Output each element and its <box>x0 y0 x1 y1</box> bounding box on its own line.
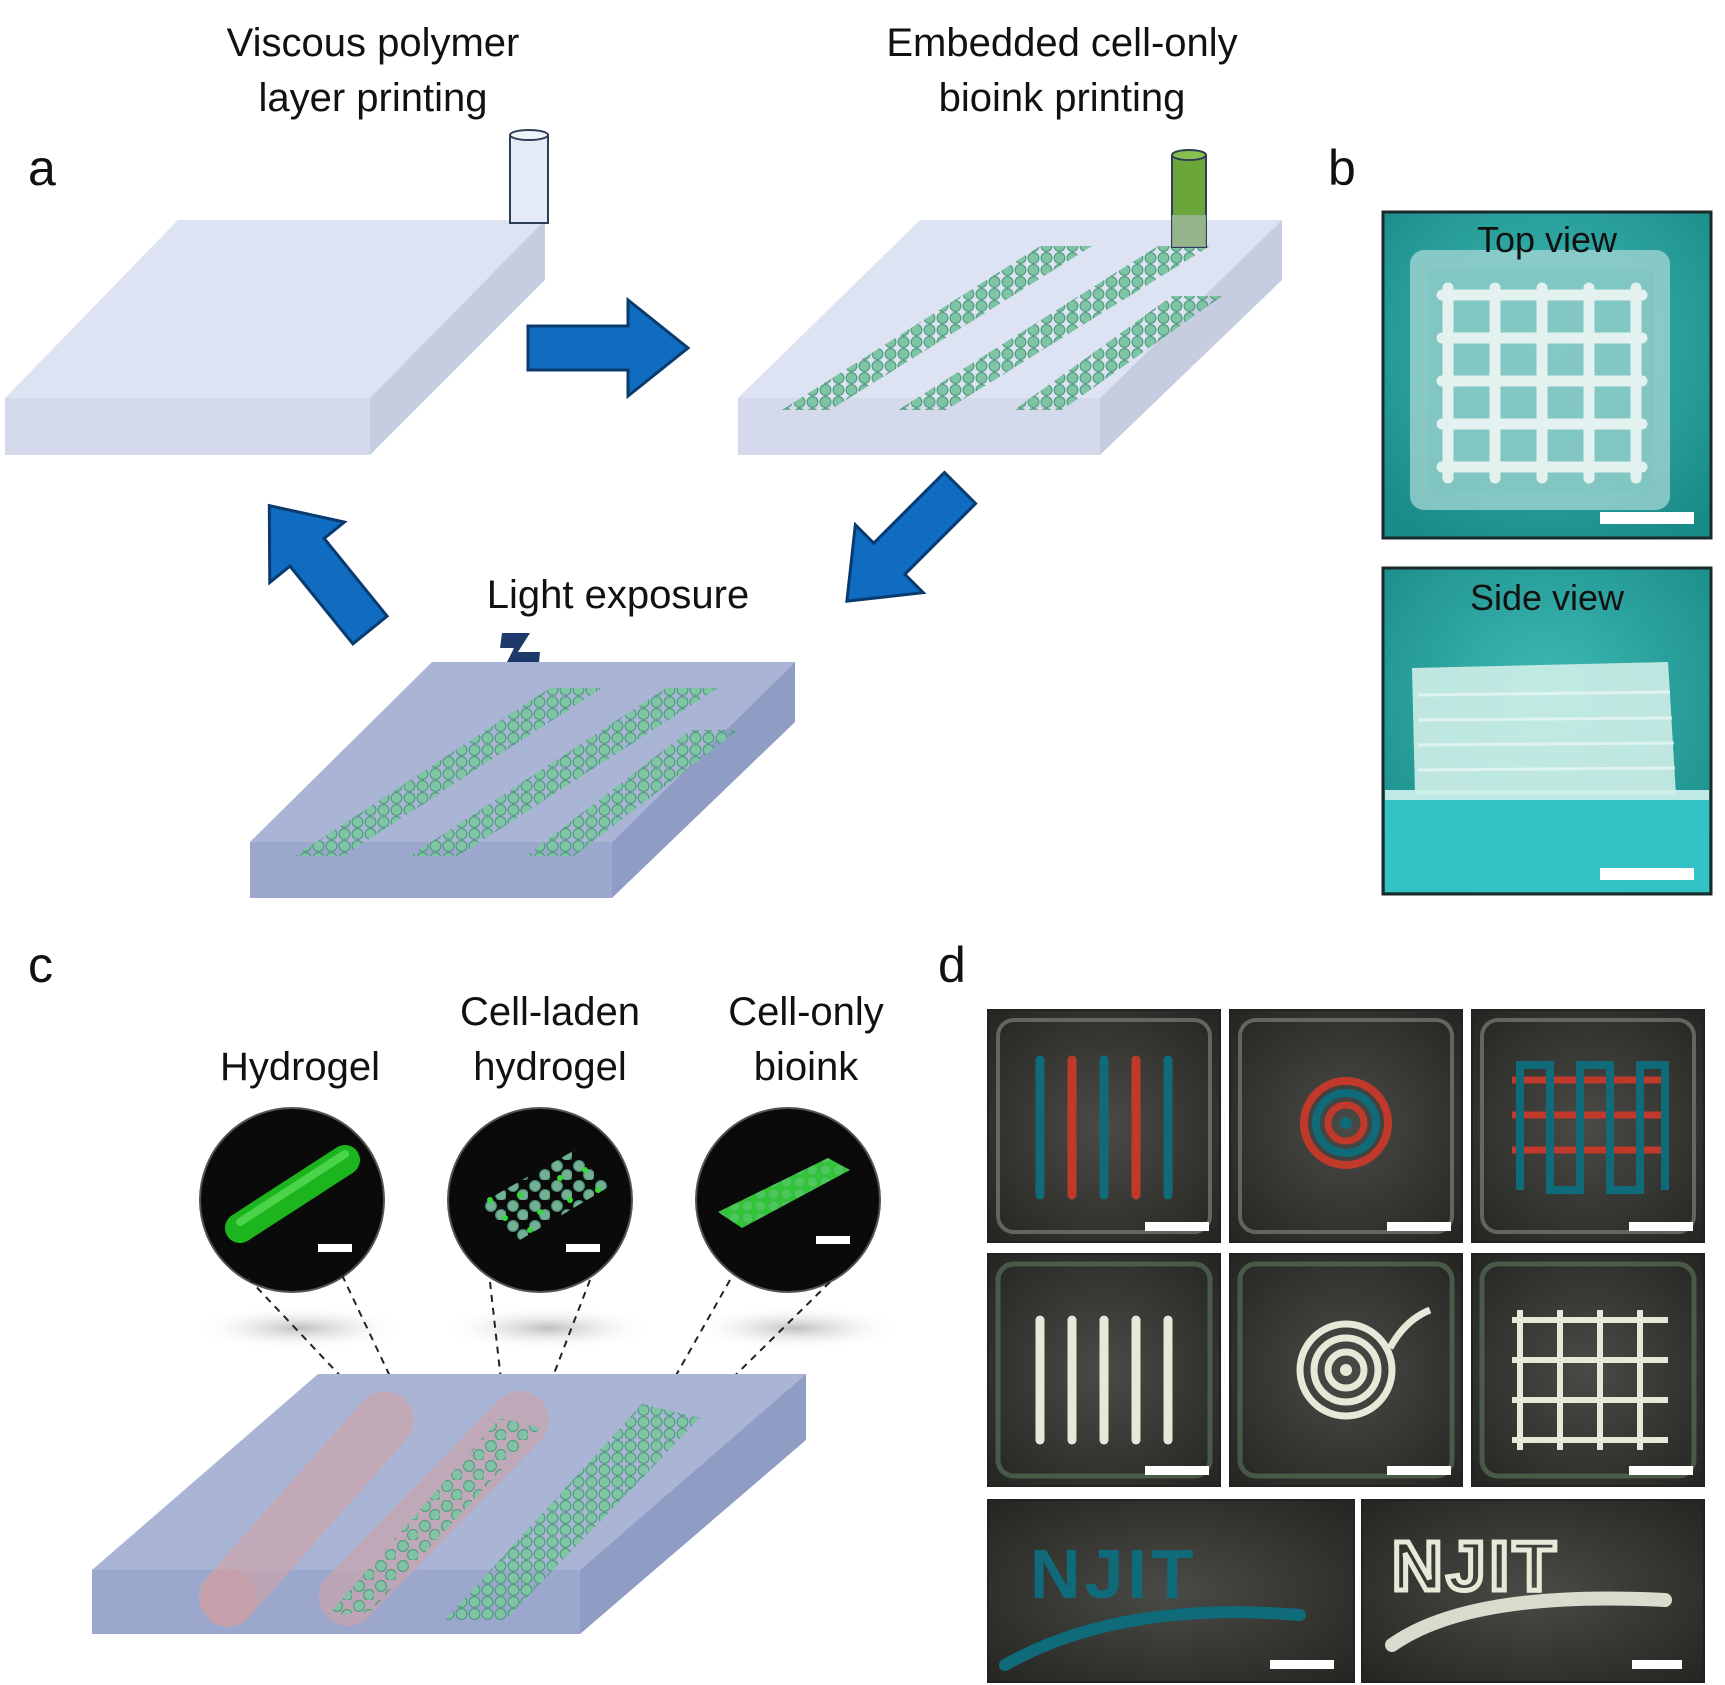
print-njit-cells: NJIT <box>1361 1499 1705 1683</box>
arrow-up-left <box>230 473 409 662</box>
arrow-right <box>526 298 690 398</box>
njit-cells-text: NJIT <box>1392 1527 1560 1605</box>
cell-strand-1 <box>782 246 1092 410</box>
scale-bar <box>1629 1466 1693 1475</box>
scale-bar <box>1600 868 1694 880</box>
cell-only-strand <box>445 1404 700 1620</box>
slab-comparison <box>92 1374 806 1634</box>
njit-dye-text: NJIT <box>1030 1535 1198 1613</box>
step1-title-line1: Viscous polymer <box>227 21 520 65</box>
scale-bar <box>1600 512 1694 524</box>
print-lines-cells <box>987 1253 1221 1487</box>
scale-bar <box>816 1236 850 1244</box>
print-lines-dye <box>987 1009 1221 1243</box>
scale-bar <box>1629 1222 1693 1231</box>
cell-laden-label-line1: Cell-laden <box>460 990 640 1034</box>
nozzle-green <box>1171 149 1207 248</box>
arrow-down-left <box>811 452 996 637</box>
hydrogel-channel <box>199 1391 414 1627</box>
panel-c-letter: c <box>28 937 53 993</box>
print-grid-dye <box>1471 1009 1705 1243</box>
scale-bar <box>1270 1660 1334 1669</box>
nozzle-clear <box>509 129 549 224</box>
step1-title-line2: layer printing <box>258 76 487 120</box>
scale-bar <box>1387 1466 1451 1475</box>
hydrogel-label: Hydrogel <box>220 1045 380 1089</box>
scale-bar <box>1632 1660 1682 1669</box>
side-layers <box>1417 690 1676 772</box>
scale-bar <box>318 1244 352 1252</box>
cell-laden-channel <box>319 1391 549 1626</box>
step2-title-line1: Embedded cell-only <box>886 21 1237 65</box>
scale-bar <box>566 1244 600 1252</box>
cell-laden-label-line2: hydrogel <box>473 1045 626 1089</box>
top-view-label: Top view <box>1477 219 1618 260</box>
exposed-strand-3 <box>526 730 738 856</box>
slab-exposed <box>250 662 795 898</box>
panel-d-letter: d <box>938 937 966 993</box>
step2-title-line2: bioink printing <box>939 76 1186 120</box>
shadow <box>190 1306 410 1350</box>
photo-side-view: Side view <box>1381 566 1713 896</box>
side-view-label: Side view <box>1470 577 1625 618</box>
scale-bar <box>1145 1466 1209 1475</box>
step3-title: Light exposure <box>487 573 749 617</box>
slab-with-cells <box>738 220 1282 455</box>
cell-only-label-line1: Cell-only <box>728 990 884 1034</box>
print-spiral-cells <box>1229 1253 1463 1487</box>
exposed-strand-2 <box>410 688 718 856</box>
scale-bar <box>1387 1222 1451 1231</box>
cell-strand-2 <box>898 246 1210 410</box>
print-grid-cells <box>1471 1253 1705 1487</box>
panel-b-letter: b <box>1328 140 1356 196</box>
shadow <box>686 1306 906 1350</box>
scale-bar <box>1145 1222 1209 1231</box>
exposed-strand-1 <box>295 688 602 856</box>
photo-top-view: Top view <box>1381 210 1713 540</box>
cell-strand-3 <box>1014 296 1222 410</box>
panel-a-letter: a <box>28 140 56 196</box>
slab-plain <box>5 220 545 455</box>
print-spiral-dye <box>1229 1009 1463 1243</box>
cell-only-label-line2: bioink <box>754 1045 860 1089</box>
shadow <box>438 1306 658 1350</box>
lattice-grid <box>1436 282 1648 484</box>
micrograph-cell-laden <box>447 1107 633 1293</box>
micrograph-cell-only <box>695 1107 881 1293</box>
print-njit-dye: NJIT <box>987 1499 1355 1683</box>
micrograph-hydrogel <box>199 1107 385 1293</box>
